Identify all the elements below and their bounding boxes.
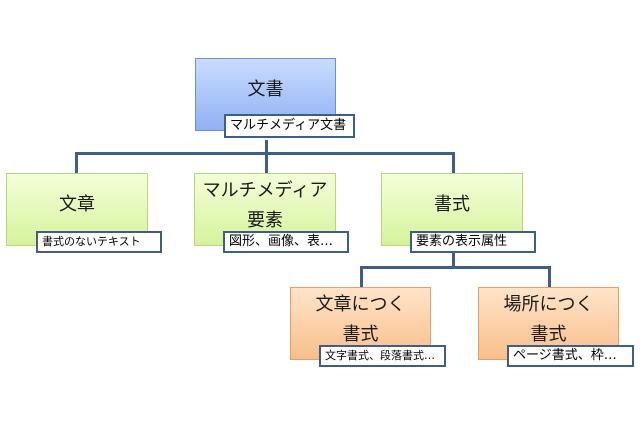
node-multimedia-title: マルチメディア 要素	[202, 180, 328, 231]
connector-root-down	[265, 140, 268, 154]
node-document-title: 文書	[247, 79, 284, 100]
node-text-title: 文章	[59, 194, 95, 215]
connector-to-text	[75, 152, 78, 174]
connector-level3-bar	[360, 266, 551, 269]
caption-place-format: ページ書式、枠…	[507, 345, 634, 367]
connector-to-multimedia	[265, 152, 268, 174]
caption-format: 要素の表示属性	[410, 231, 536, 253]
caption-text-format: 文字書式、段落書式…	[319, 345, 446, 367]
connector-format-down	[452, 250, 455, 268]
caption-document: マルチメディア文書	[224, 114, 355, 138]
node-format-title: 書式	[434, 194, 470, 215]
node-text-format-title: 文章につく 書式	[315, 294, 406, 345]
node-place-format-title: 場所につく 書式	[503, 294, 594, 345]
connector-to-format	[452, 152, 455, 174]
connector-to-text-format	[360, 266, 363, 288]
connector-to-place-format	[548, 266, 551, 288]
caption-multimedia: 図形、画像、表…	[223, 231, 349, 253]
caption-text: 書式のないテキスト	[36, 231, 162, 253]
